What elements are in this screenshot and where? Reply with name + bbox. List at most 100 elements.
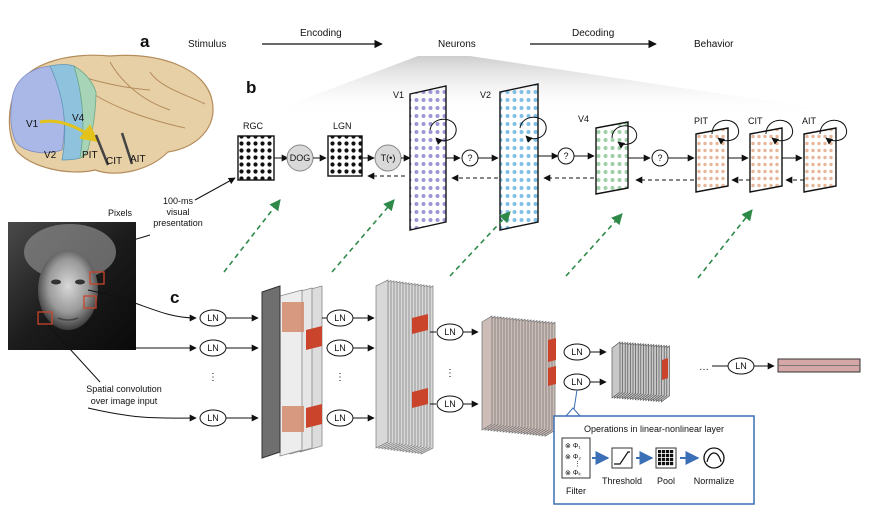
input-arrow-3 [87,407,197,422]
ln-label-l1-2: LN [334,343,346,353]
sulci-lines [59,61,206,129]
panel-label-c: c [170,288,179,307]
pool-grid-cell [666,458,670,462]
layer-2-stack [375,279,434,455]
receptive-field-1 [37,311,53,325]
photo-label: Pixels [108,208,133,218]
filter-phi-k: ⊗ Φₖ [565,470,581,477]
ln-label-l3-2: LN [571,377,583,387]
filter-dots: ⋮ [574,461,581,468]
brain-label-v1: V1 [26,119,39,130]
convolution-caption-line-1: Spatial convolution [86,384,162,394]
stage-decoding: Decoding [572,28,614,39]
pit-sheet [695,127,729,193]
area-v1-region [10,65,65,154]
presentation-line-1: 100-ms [163,196,194,206]
ln-label-l1-1: LN [334,313,346,323]
l1-vdots: ⋮ [335,372,345,383]
pool-grid-cell [658,454,662,458]
threshold-t-label: T(•) [381,153,396,163]
pool-grid-cell [670,462,674,466]
ln-label-input-2: LN [207,343,219,353]
stage-stimulus: Stimulus [188,39,226,50]
normalize-icon [703,447,725,469]
photo-eye-right [75,279,85,285]
rgc-grid [237,135,275,181]
stage-behavior: Behavior [694,39,734,50]
normalize-curve [706,452,722,463]
pit-cit-border [94,134,110,166]
layer-4-stack [611,341,670,403]
operations-box: Operations in linear-nonlinear layer ⊗ Φ… [553,415,755,505]
ventral-stream-model: RGC DOG LGN T(•) V1 ? V2 ? V4 [237,83,848,231]
ventral-stream-arrow [39,119,99,143]
label-pit: PIT [694,116,709,126]
filter-phi-1: ⊗ Φ₁ [565,443,581,450]
pool-grid-cell [662,462,666,466]
layer-4-red-patch [662,358,668,380]
pit-recurrent-arrow [711,119,740,145]
ln-label-l2-2: LN [444,399,456,409]
brain-label-v2: V2 [44,150,57,161]
threshold-label: Threshold [602,476,642,486]
normalize-label: Normalize [694,476,735,486]
pool-grid-cell [658,458,662,462]
layer-1-feature-2 [282,406,304,432]
portrait-photo [8,222,136,350]
ln-label-l3-1: LN [571,347,583,357]
photo-mouth [57,317,79,321]
pool-grid-icon [658,450,674,466]
stage-neurons: Neurons [438,39,476,50]
filter-phi-2: ⊗ Φ₂ [565,454,581,461]
layer-1-red-patch [306,326,322,350]
pool-grid-cell [658,462,662,466]
layer-3-red-patch [548,366,556,386]
photo-eye-left [51,279,61,285]
photo-face [38,250,98,330]
layer-1-feature-1 [282,302,304,332]
receptive-field-2 [89,271,105,285]
input-arrow-1 [87,289,197,322]
layer-2-red-patch [412,314,428,334]
v2-sheet [499,83,539,231]
dog-label: DOG [290,153,311,163]
receptive-field-3 [83,295,97,309]
threshold-icon [614,451,630,465]
neurons-fan [262,56,862,115]
ln-label-l2-1: LN [444,327,456,337]
l2-vdots: ⋮ [445,368,455,379]
correspondence-arrow-rgc [223,199,281,273]
brain-illustration: V1 V4 V2 PIT CIT AIT [8,54,214,174]
layer-ellipsis: … [699,362,709,373]
label-v4: V4 [578,114,589,124]
ln-label-input-3: LN [207,413,219,423]
layer-2-red-patch [412,388,428,408]
presentation-line-3: presentation [153,218,203,228]
layer-1-stack [261,285,323,459]
operations-title: Operations in linear-nonlinear layer [584,424,724,434]
label-ait: AIT [802,116,817,126]
v1-sheet [409,85,447,231]
correspondence-arrow-v2 [449,211,511,277]
cit-recurrent-arrow [765,119,794,145]
cit-ait-border [120,132,134,165]
v1-recurrent-arrow [429,118,457,145]
pool-grid-cell [662,450,666,454]
question-mark-3: ? [657,153,662,163]
pool-grid-cell [662,454,666,458]
threshold-box [611,447,633,469]
v2-recurrent-arrow [519,116,547,143]
pool-grid-cell [670,458,674,462]
label-cit: CIT [748,116,763,126]
filter-box [561,437,591,479]
label-v1: V1 [393,90,404,100]
layer-2-sheet [375,279,389,449]
label-v2: V2 [480,90,491,100]
correspondence-arrows [223,199,753,279]
layer-4-sheet [611,341,621,399]
pool-grid-cell [666,450,670,454]
deep-network-model: LN LN ⋮ LN LN LN ⋮ LN [87,279,861,459]
layer-3-stack [481,315,556,437]
v4-recurrent-arrow [611,125,638,149]
